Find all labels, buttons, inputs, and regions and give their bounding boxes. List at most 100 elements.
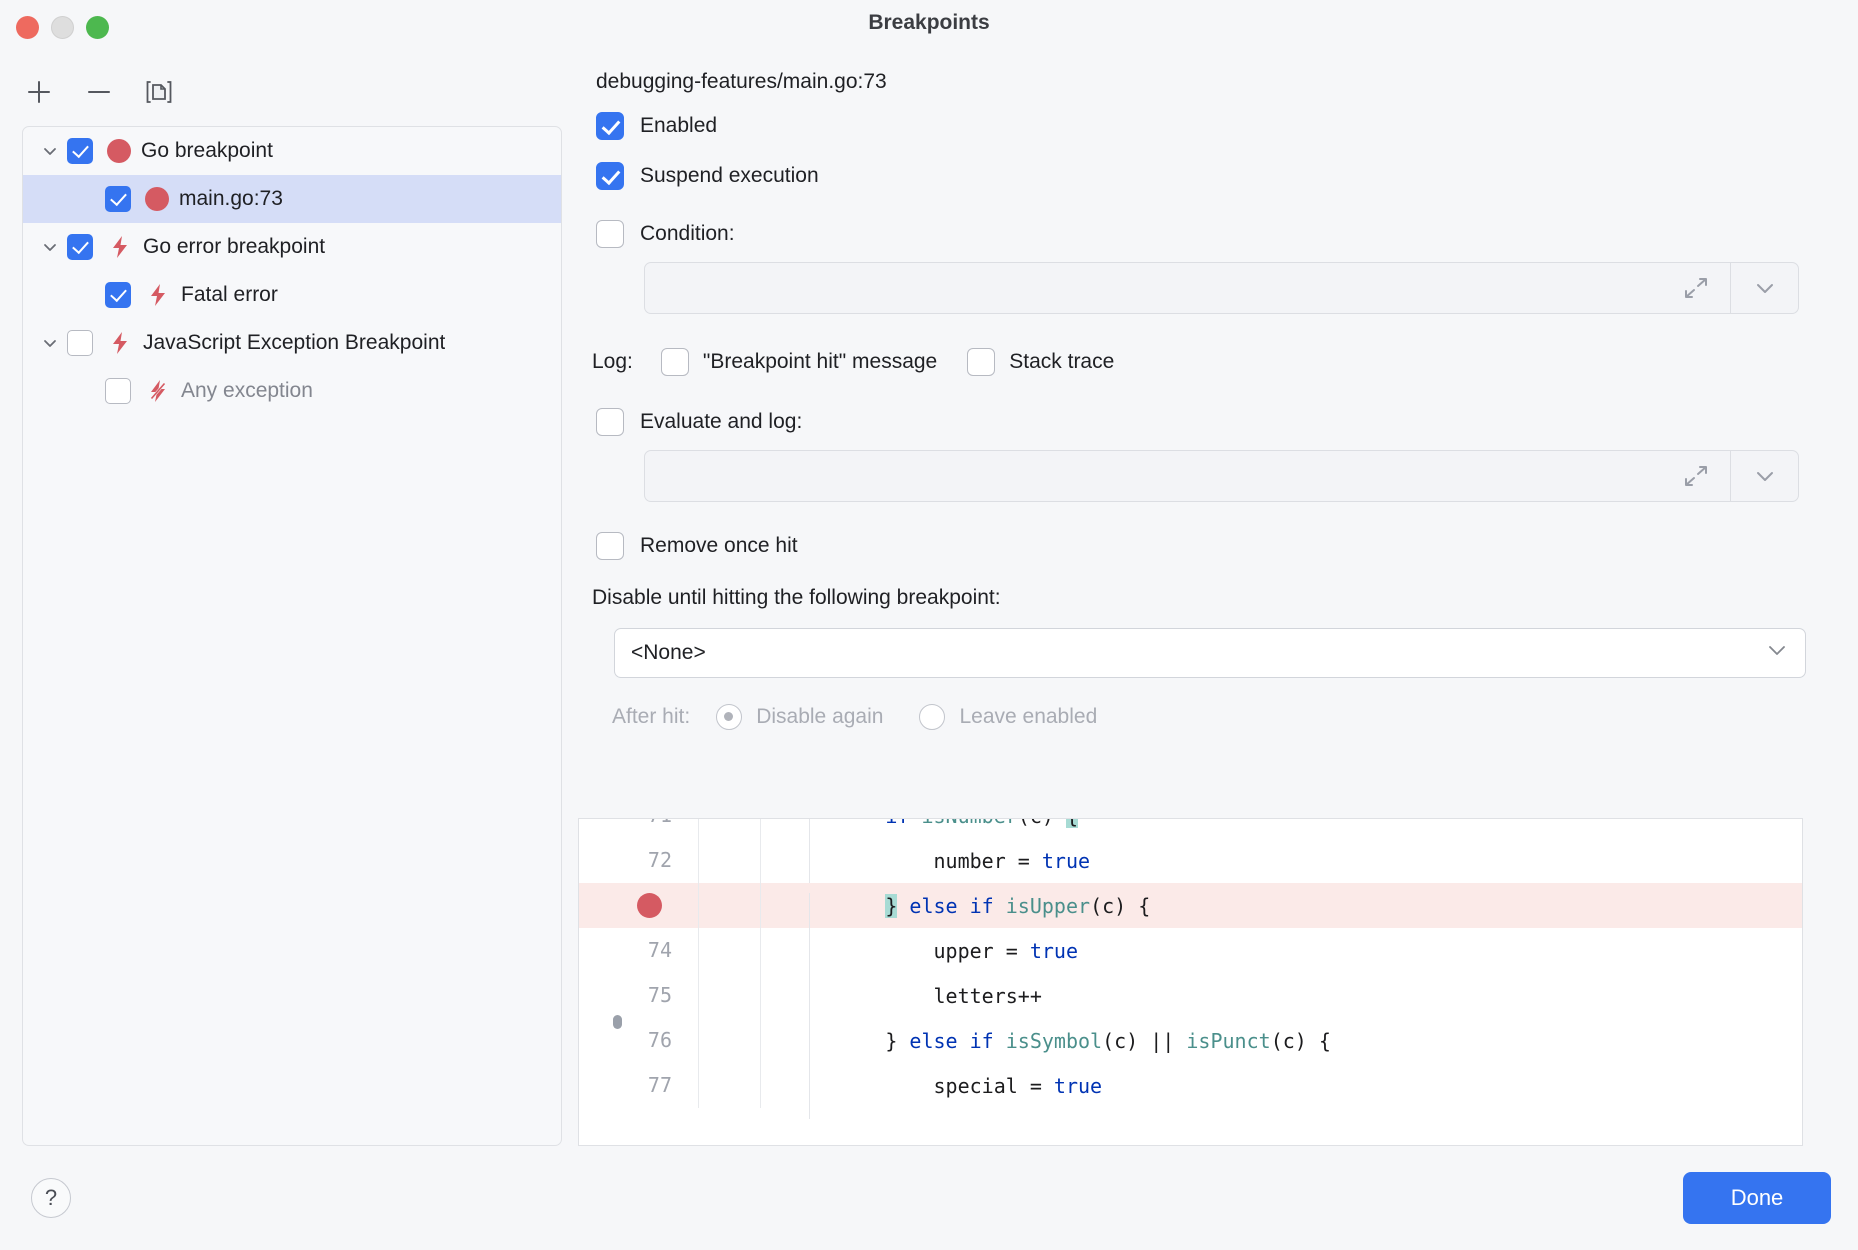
code-token: isPunct (1186, 1028, 1271, 1053)
code-token: special = (789, 1073, 1054, 1098)
code-token: else if (909, 893, 994, 918)
tree-item-label: main.go:73 (179, 187, 283, 210)
line-number[interactable]: 76 (579, 1018, 699, 1063)
log-breakpoint-hit-checkbox[interactable] (660, 348, 689, 376)
evaluate-and-log-row[interactable]: Evaluate and log: (596, 408, 1836, 436)
tree-item-checkbox[interactable] (105, 186, 131, 212)
minimize-button[interactable] (51, 16, 74, 39)
close-button[interactable] (16, 16, 39, 39)
expand-arrows-icon (1685, 278, 1707, 298)
code-lines: 71 if isNumber(c) { 72 number = true 73 … (579, 819, 1802, 1119)
disable-until-select[interactable]: <None> (614, 628, 1806, 678)
evaluate-input[interactable] (645, 451, 1662, 501)
remove-breakpoint-button[interactable] (82, 75, 116, 109)
code-token: isNumber (921, 819, 1017, 828)
remove-once-hit-label: Remove once hit (640, 534, 798, 557)
tree-item-fatal-error[interactable]: Fatal error (23, 271, 561, 319)
code-preview[interactable]: 71 if isNumber(c) { 72 number = true 73 … (578, 818, 1803, 1146)
code-token: if (885, 819, 909, 828)
condition-dropdown-button[interactable] (1730, 263, 1798, 313)
evaluate-field-wrapper[interactable] (644, 450, 1799, 502)
tree-item-any-exception[interactable]: Any exception (23, 367, 561, 415)
bolt-icon (113, 236, 127, 258)
code-token: else if (909, 1028, 994, 1053)
tree-twisty[interactable] (33, 237, 67, 257)
code-line: 76 } else if isSymbol(c) || isPunct(c) { (579, 1015, 1802, 1074)
tree-twisty[interactable] (33, 141, 67, 161)
code-text: number = true (761, 847, 1091, 894)
after-hit-label: After hit: (612, 705, 691, 728)
code-token: true (1053, 1073, 1103, 1098)
suspend-execution-row[interactable]: Suspend execution (596, 162, 1836, 190)
after-hit-disable-again-label: Disable again (756, 705, 884, 728)
tree-item-checkbox[interactable] (105, 282, 131, 308)
log-label: Log: (592, 350, 633, 373)
condition-input[interactable] (645, 263, 1662, 313)
code-token: true (1041, 848, 1091, 873)
after-hit-leave-enabled-label: Leave enabled (959, 705, 1098, 728)
evaluate-dropdown-button[interactable] (1730, 451, 1798, 501)
enabled-row[interactable]: Enabled (596, 112, 1836, 140)
condition-row[interactable]: Condition: (596, 220, 1836, 248)
tree-item-main-go-73[interactable]: main.go:73 (23, 175, 561, 223)
tree-item-javascript-exception-breakpoint[interactable]: JavaScript Exception Breakpoint (23, 319, 561, 367)
line-number[interactable]: 74 (579, 928, 699, 973)
log-breakpoint-hit-label: "Breakpoint hit" message (702, 350, 938, 373)
line-number[interactable]: 75 (579, 973, 699, 1018)
fold-gutter[interactable] (613, 1015, 761, 1063)
tree-item-go-error-breakpoint[interactable]: Go error breakpoint (23, 223, 561, 271)
add-breakpoint-button[interactable] (22, 75, 56, 109)
bolt-disabled-icon (150, 380, 166, 402)
code-text: if isNumber(c) { (761, 819, 1079, 849)
log-stack-trace-label: Stack trace (1009, 350, 1115, 373)
condition-field-wrapper[interactable] (644, 262, 1799, 314)
code-text: special = true (761, 1072, 1103, 1119)
done-button[interactable]: Done (1683, 1172, 1831, 1224)
fold-gutter[interactable] (699, 973, 761, 1018)
disable-until-label: Disable until hitting the following brea… (592, 586, 1001, 609)
help-button[interactable]: ? (31, 1178, 71, 1218)
fold-gutter[interactable] (699, 838, 761, 883)
tree-item-checkbox[interactable] (67, 330, 93, 356)
tree-item-go-breakpoint[interactable]: Go breakpoint (23, 127, 561, 175)
duplicate-breakpoint-button[interactable] (142, 75, 176, 109)
suspend-execution-checkbox[interactable] (596, 162, 624, 190)
code-text: letters++ (761, 982, 1042, 1029)
condition-expand-button[interactable] (1662, 263, 1730, 313)
tree-twisty[interactable] (33, 333, 67, 353)
remove-once-hit-checkbox[interactable] (596, 532, 624, 560)
fold-gutter[interactable] (699, 928, 761, 973)
fold-gutter[interactable] (699, 1063, 761, 1108)
fold-gutter[interactable] (699, 819, 761, 838)
fold-gutter[interactable] (699, 883, 761, 928)
line-breakpoint-marker[interactable]: 73 (579, 883, 699, 928)
after-hit-disable-again-radio[interactable] (716, 704, 743, 730)
line-number[interactable]: 71 (579, 819, 699, 838)
log-stack-trace-checkbox[interactable] (967, 348, 996, 376)
code-line: 74 upper = true (579, 928, 1802, 984)
code-token: } (885, 893, 898, 918)
bolt-icon (145, 282, 171, 308)
breakpoint-dot-icon (145, 187, 169, 211)
code-token: number = (789, 848, 1042, 873)
line-number[interactable]: 77 (579, 1063, 699, 1108)
code-line: 77 special = true (579, 1063, 1802, 1119)
tree-item-checkbox[interactable] (67, 234, 93, 260)
enabled-checkbox[interactable] (596, 112, 624, 140)
code-line: 72 number = true (579, 838, 1802, 894)
after-hit-leave-enabled-radio[interactable] (919, 704, 946, 730)
breakpoint-tree[interactable]: Go breakpoint main.go:73 Go error breakp… (22, 126, 562, 1146)
code-token: upper = (789, 938, 1030, 963)
tree-item-checkbox[interactable] (67, 138, 93, 164)
expand-arrows-icon (1685, 466, 1707, 486)
condition-checkbox[interactable] (596, 220, 624, 248)
remove-once-hit-row[interactable]: Remove once hit (596, 532, 1836, 560)
code-token: (c) (1018, 819, 1066, 828)
evaluate-and-log-label: Evaluate and log: (640, 410, 803, 433)
line-number[interactable]: 72 (579, 838, 699, 883)
tree-item-checkbox[interactable] (105, 378, 131, 404)
evaluate-and-log-checkbox[interactable] (596, 408, 624, 436)
maximize-button[interactable] (86, 16, 109, 39)
tree-item-label: Go error breakpoint (143, 235, 326, 258)
evaluate-expand-button[interactable] (1662, 451, 1730, 501)
